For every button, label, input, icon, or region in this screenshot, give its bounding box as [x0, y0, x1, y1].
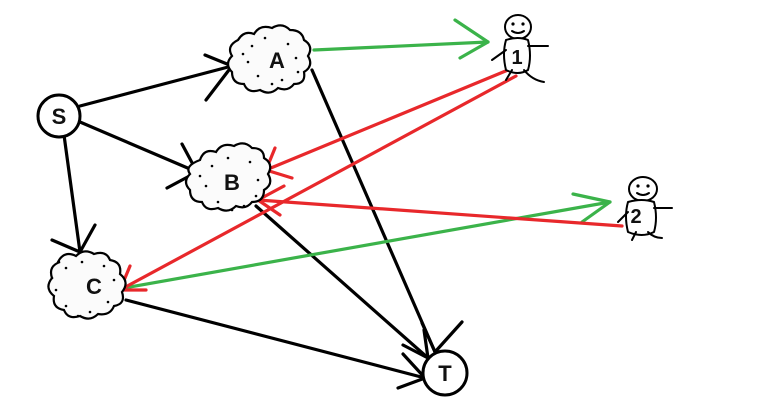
- node-b: B: [184, 142, 272, 212]
- stick-figure-icon: [617, 176, 673, 241]
- edge-s-to-a: [78, 53, 234, 108]
- node-t: T: [421, 349, 469, 397]
- node-a-label: A: [269, 48, 285, 73]
- edge-c-to-t: [124, 298, 427, 390]
- person-1-label: 1: [511, 47, 522, 69]
- cloud-texture: [50, 260, 116, 318]
- node-s: S: [36, 93, 82, 139]
- cloud-node-icon: [226, 24, 312, 94]
- person-2: 2: [617, 176, 673, 241]
- person-1: 1: [491, 14, 549, 83]
- green-edges: [122, 18, 612, 290]
- cloud-texture: [198, 156, 260, 212]
- black-edges: [50, 53, 464, 390]
- red-edges: [118, 68, 624, 292]
- node-b-label: B: [224, 170, 240, 195]
- edge-a-to-t: [310, 68, 464, 354]
- edge-person2-to-b: [256, 184, 624, 228]
- edge-b-to-t: [254, 204, 430, 360]
- node-c: C: [47, 250, 127, 320]
- edge-person1-to-b: [264, 68, 510, 180]
- edge-a-to-person1: [312, 18, 490, 60]
- node-t-label: T: [438, 361, 452, 386]
- edge-s-to-b: [78, 120, 199, 190]
- node-a: A: [226, 24, 312, 94]
- node-c-label: C: [86, 274, 102, 299]
- edge-c-to-person2: [122, 192, 612, 290]
- edge-s-to-c: [50, 133, 97, 254]
- stick-figure-icon: [491, 14, 549, 83]
- person-2-label: 2: [630, 206, 641, 228]
- cloud-node-icon: [184, 142, 272, 212]
- cloud-node-icon: [47, 250, 127, 320]
- node-s-label: S: [52, 104, 67, 129]
- cloud-texture: [241, 36, 300, 86]
